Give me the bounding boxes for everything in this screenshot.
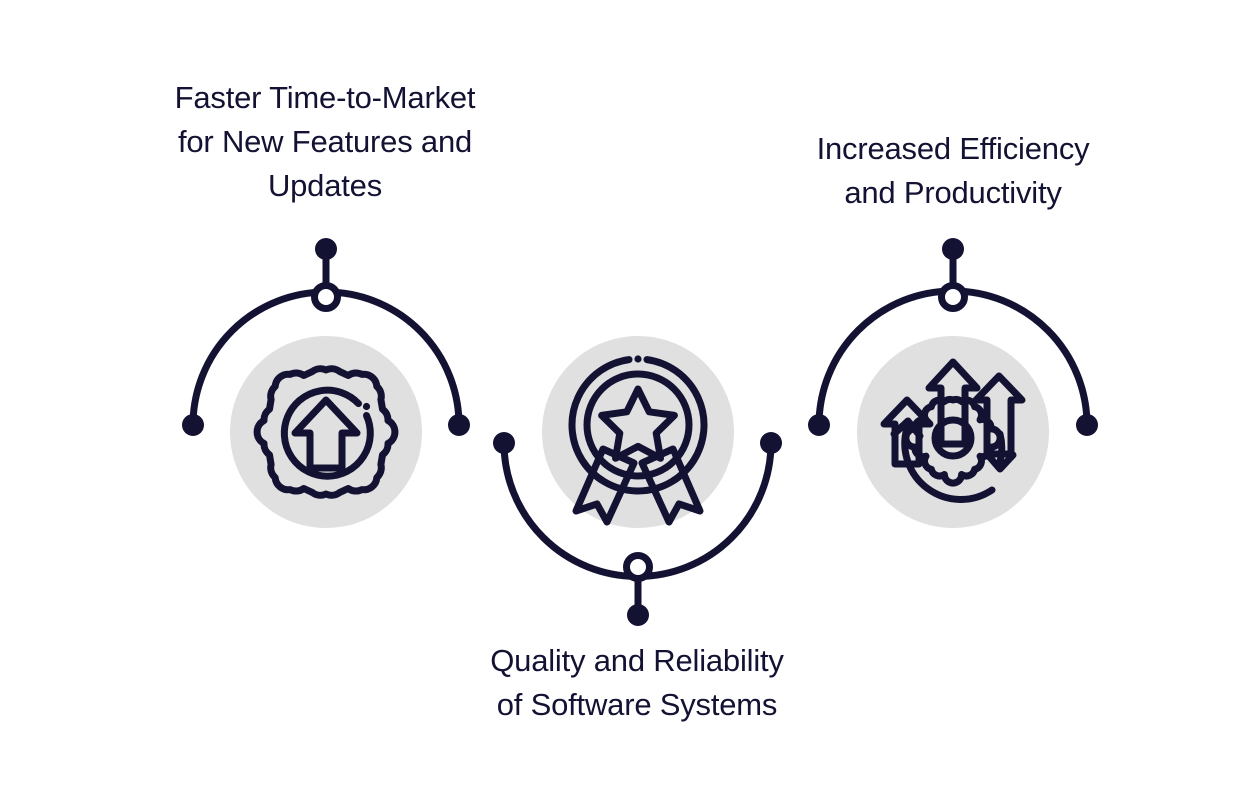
icon-badge-circle-3 xyxy=(857,336,1049,528)
node-label-2: Quality and Reliability of Software Syst… xyxy=(490,643,784,723)
connector-hub-2 xyxy=(623,552,653,582)
arc-endpoint-dot-left-1 xyxy=(182,414,204,436)
arc-endpoint-dot-right-3 xyxy=(1076,414,1098,436)
arc-endpoint-dot-left-3 xyxy=(808,414,830,436)
connector-arc-2 xyxy=(493,432,782,626)
connector-arc-1 xyxy=(182,238,470,436)
connector-tip-dot-2 xyxy=(627,604,649,626)
node-group-3[interactable] xyxy=(808,238,1098,528)
node-label-3: Increased Efficiency and Productivity xyxy=(816,131,1090,211)
node-group-2[interactable] xyxy=(493,336,782,626)
node-label-1: Faster Time-to-Market for New Features a… xyxy=(174,80,476,204)
connector-hub-1 xyxy=(311,282,341,312)
connector-tip-dot-1 xyxy=(315,238,337,260)
connector-tip-dot-3 xyxy=(942,238,964,260)
node-group-1[interactable] xyxy=(182,238,470,528)
connector-arc-3 xyxy=(808,238,1098,436)
connector-hub-3 xyxy=(938,282,968,312)
arc-endpoint-dot-right-2 xyxy=(760,432,782,454)
arc-endpoint-dot-right-1 xyxy=(448,414,470,436)
arc-endpoint-dot-left-2 xyxy=(493,432,515,454)
